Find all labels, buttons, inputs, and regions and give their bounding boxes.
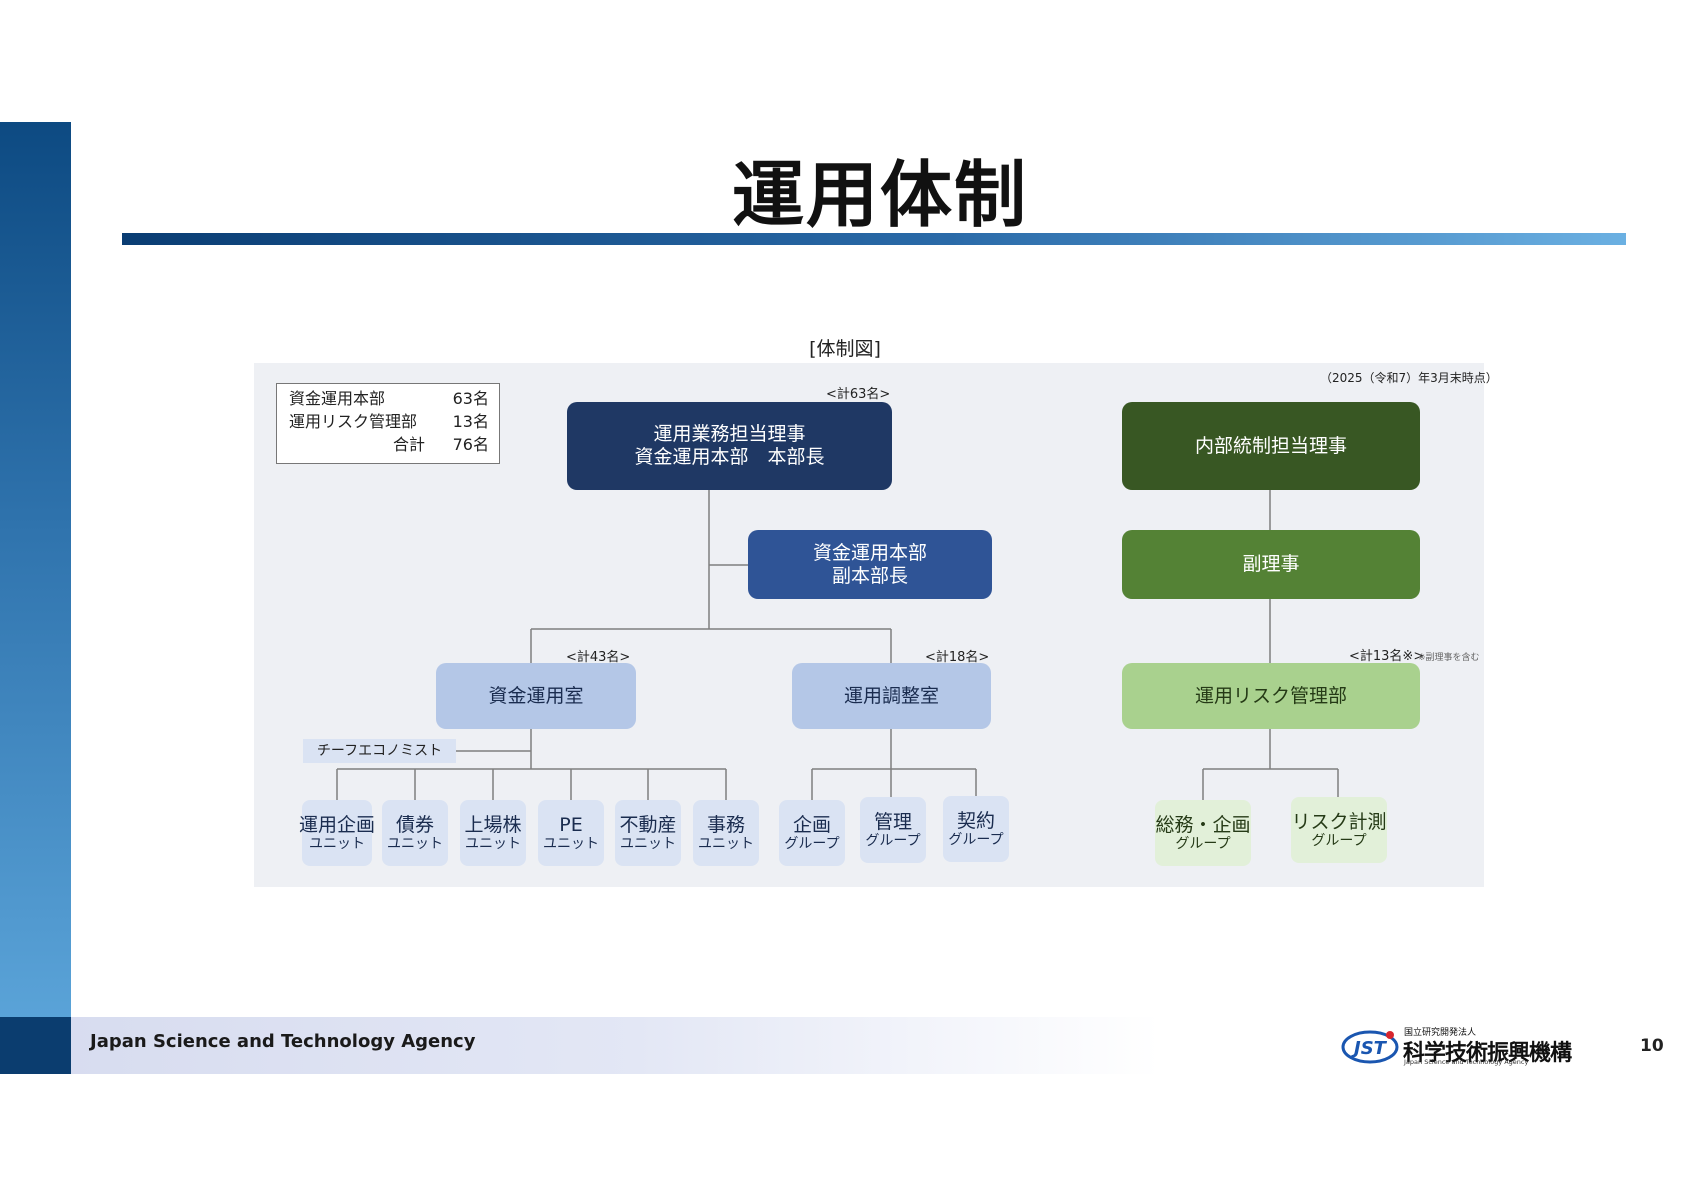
logo-subtitle: 国立研究開発法人 — [1404, 1028, 1477, 1038]
risk-management-dept-box: 運用リスク管理部 — [1122, 663, 1420, 729]
coordination-office-headcount: <計18名> — [925, 650, 990, 665]
diagram-caption: [体制図] — [809, 338, 881, 360]
vice-president-label: 副理事 — [1242, 553, 1300, 575]
risk-dept-label: 運用リスク管理部 — [1194, 684, 1347, 707]
summary-row: 運用リスク管理部 13名 — [277, 411, 501, 433]
risk-group-box: リスク計測 グループ — [1291, 797, 1387, 863]
summary-value: 76名 — [452, 435, 489, 454]
risk-group-name: リスク計測 — [1291, 810, 1387, 833]
unit-name: PE — [559, 813, 583, 836]
page-number: 10 — [1640, 1036, 1664, 1056]
jst-logo-letters: JST — [1351, 1038, 1388, 1059]
chief-economist-label: チーフエコノミスト — [303, 739, 456, 763]
investment-office-box: 資金運用室 — [436, 663, 636, 729]
unit-box: 上場株 ユニット — [460, 800, 526, 866]
unit-box: 運用企画 ユニット — [299, 800, 376, 866]
footer-corner-block — [0, 1017, 71, 1074]
exec-line-2: 資金運用本部 本部長 — [634, 446, 825, 468]
summary-row: 合計 76名 — [277, 434, 501, 456]
summary-value: 13名 — [452, 412, 489, 431]
as-of-date: （2025（令和7）年3月末時点） — [1320, 371, 1498, 385]
deputy-line-1: 資金運用本部 — [812, 541, 927, 564]
investment-office-headcount: <計43名> — [566, 650, 631, 665]
summary-label: 資金運用本部 — [289, 389, 386, 408]
unit-suffix: ユニット — [309, 835, 365, 852]
group-box: 契約 グループ — [943, 796, 1009, 862]
deputy-line-2: 副本部長 — [831, 564, 908, 587]
unit-suffix: ユニット — [698, 835, 754, 852]
investment-office-label: 資金運用室 — [488, 684, 584, 707]
internal-control-label: 内部統制担当理事 — [1194, 434, 1347, 457]
risk-group-suffix: グループ — [1175, 835, 1231, 852]
risk-dept-footnote: ※副理事を含む — [1418, 653, 1480, 663]
risk-group-suffix: グループ — [1311, 832, 1367, 849]
summary-label: 運用リスク管理部 — [289, 412, 418, 431]
risk-group-box: 総務・企画 グループ — [1155, 800, 1251, 866]
unit-suffix: ユニット — [387, 835, 443, 852]
executive-director-box: 運用業務担当理事 資金運用本部 本部長 — [567, 402, 892, 490]
summary-value: 63名 — [452, 389, 489, 408]
vice-president-box: 副理事 — [1122, 530, 1420, 599]
unit-name: 上場株 — [464, 813, 522, 836]
deputy-director-box: 資金運用本部 副本部長 — [748, 530, 992, 599]
group-name: 管理 — [873, 810, 912, 833]
group-suffix: グループ — [948, 831, 1004, 848]
unit-name: 事務 — [706, 813, 745, 836]
unit-suffix: ユニット — [543, 835, 599, 852]
risk-dept-headcount: <計13名※> — [1349, 649, 1425, 664]
risk-group-name: 総務・企画 — [1155, 813, 1251, 836]
coordination-office-box: 運用調整室 — [792, 663, 991, 729]
exec-line-1: 運用業務担当理事 — [653, 423, 806, 445]
unit-name: 運用企画 — [299, 813, 376, 836]
logo-org-name: 科学技術振興機構 — [1403, 1041, 1572, 1066]
group-name: 契約 — [956, 809, 995, 832]
title-underline — [122, 233, 1626, 245]
logo-english-name: Japan Science and Technology Agency — [1404, 1058, 1529, 1066]
unit-box: 事務 ユニット — [693, 800, 759, 866]
footer-organization-name: Japan Science and Technology Agency — [90, 1031, 476, 1052]
headcount-summary: 資金運用本部 63名 運用リスク管理部 13名 合計 76名 — [276, 383, 500, 464]
left-accent-bar — [0, 122, 71, 1017]
exec-headcount: <計63名> — [826, 387, 891, 402]
group-box: 管理 グループ — [860, 797, 926, 863]
unit-suffix: ユニット — [465, 835, 521, 852]
unit-suffix: ユニット — [620, 835, 676, 852]
internal-control-director-box: 内部統制担当理事 — [1122, 402, 1420, 490]
group-name: 企画 — [792, 813, 831, 836]
coordination-office-label: 運用調整室 — [843, 684, 939, 707]
summary-row: 資金運用本部 63名 — [277, 388, 501, 410]
group-suffix: グループ — [865, 832, 921, 849]
unit-box: PE ユニット — [538, 800, 604, 866]
unit-box: 債券 ユニット — [382, 800, 448, 866]
group-suffix: グループ — [784, 835, 840, 852]
jst-logo-icon: JST — [1341, 1030, 1399, 1064]
unit-name: 不動産 — [619, 813, 677, 836]
group-box: 企画 グループ — [779, 800, 845, 866]
unit-name: 債券 — [395, 813, 434, 836]
footer-band — [0, 1017, 1160, 1074]
unit-box: 不動産 ユニット — [615, 800, 681, 866]
page-title: 運用体制 — [731, 153, 1028, 237]
summary-label: 合計 — [392, 435, 425, 454]
